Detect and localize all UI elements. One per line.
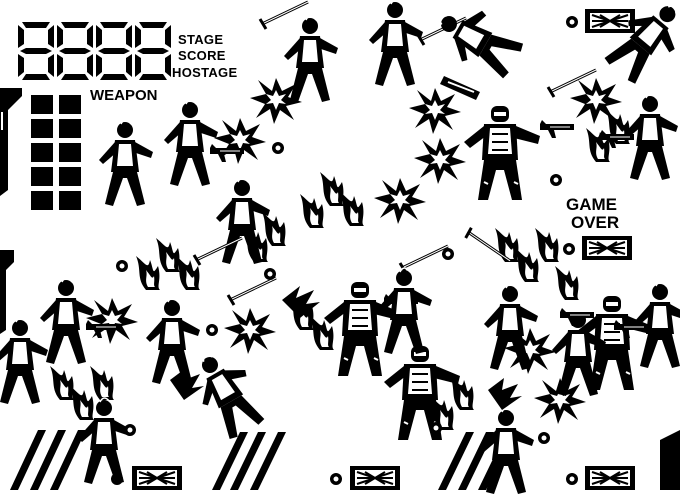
hostage-label: HOSTAGE <box>172 65 238 80</box>
weapon-cell <box>31 167 53 186</box>
armored-robot-cop-icon <box>323 76 653 441</box>
grenade-icon <box>566 16 578 28</box>
score-digit <box>96 22 132 80</box>
weapon-cell <box>31 119 53 138</box>
weapon-label: WEAPON <box>90 87 158 104</box>
fire-flames-icon <box>170 286 522 410</box>
weapon-cell <box>59 143 81 162</box>
weapon-cell <box>59 167 81 186</box>
score-display <box>18 22 171 80</box>
weapon-cell <box>59 191 81 210</box>
crate-icon <box>584 8 636 34</box>
weapon-cell <box>31 95 53 114</box>
weapon-cell <box>31 191 53 210</box>
weapon-cell <box>59 95 81 114</box>
grenade-icon <box>566 473 578 485</box>
weapon-cell <box>59 119 81 138</box>
score-digit <box>135 22 171 80</box>
crate-icon <box>581 235 633 261</box>
grenade-icon <box>563 243 575 255</box>
left-frame-bracket <box>0 88 22 196</box>
crate-icon <box>584 465 636 491</box>
weapon-cell <box>31 143 53 162</box>
score-label: SCORE <box>178 48 226 63</box>
crate-icon <box>349 465 401 491</box>
score-digit <box>57 22 93 80</box>
stage-label: STAGE <box>178 32 224 47</box>
grenade-icon <box>330 473 342 485</box>
game-over-line1: GAME <box>566 195 617 214</box>
game-over-line2: OVER <box>571 213 620 232</box>
score-digit <box>18 22 54 80</box>
weapon-meter <box>0 88 81 210</box>
floor-wedges <box>0 250 680 490</box>
crate-icon <box>131 465 183 491</box>
